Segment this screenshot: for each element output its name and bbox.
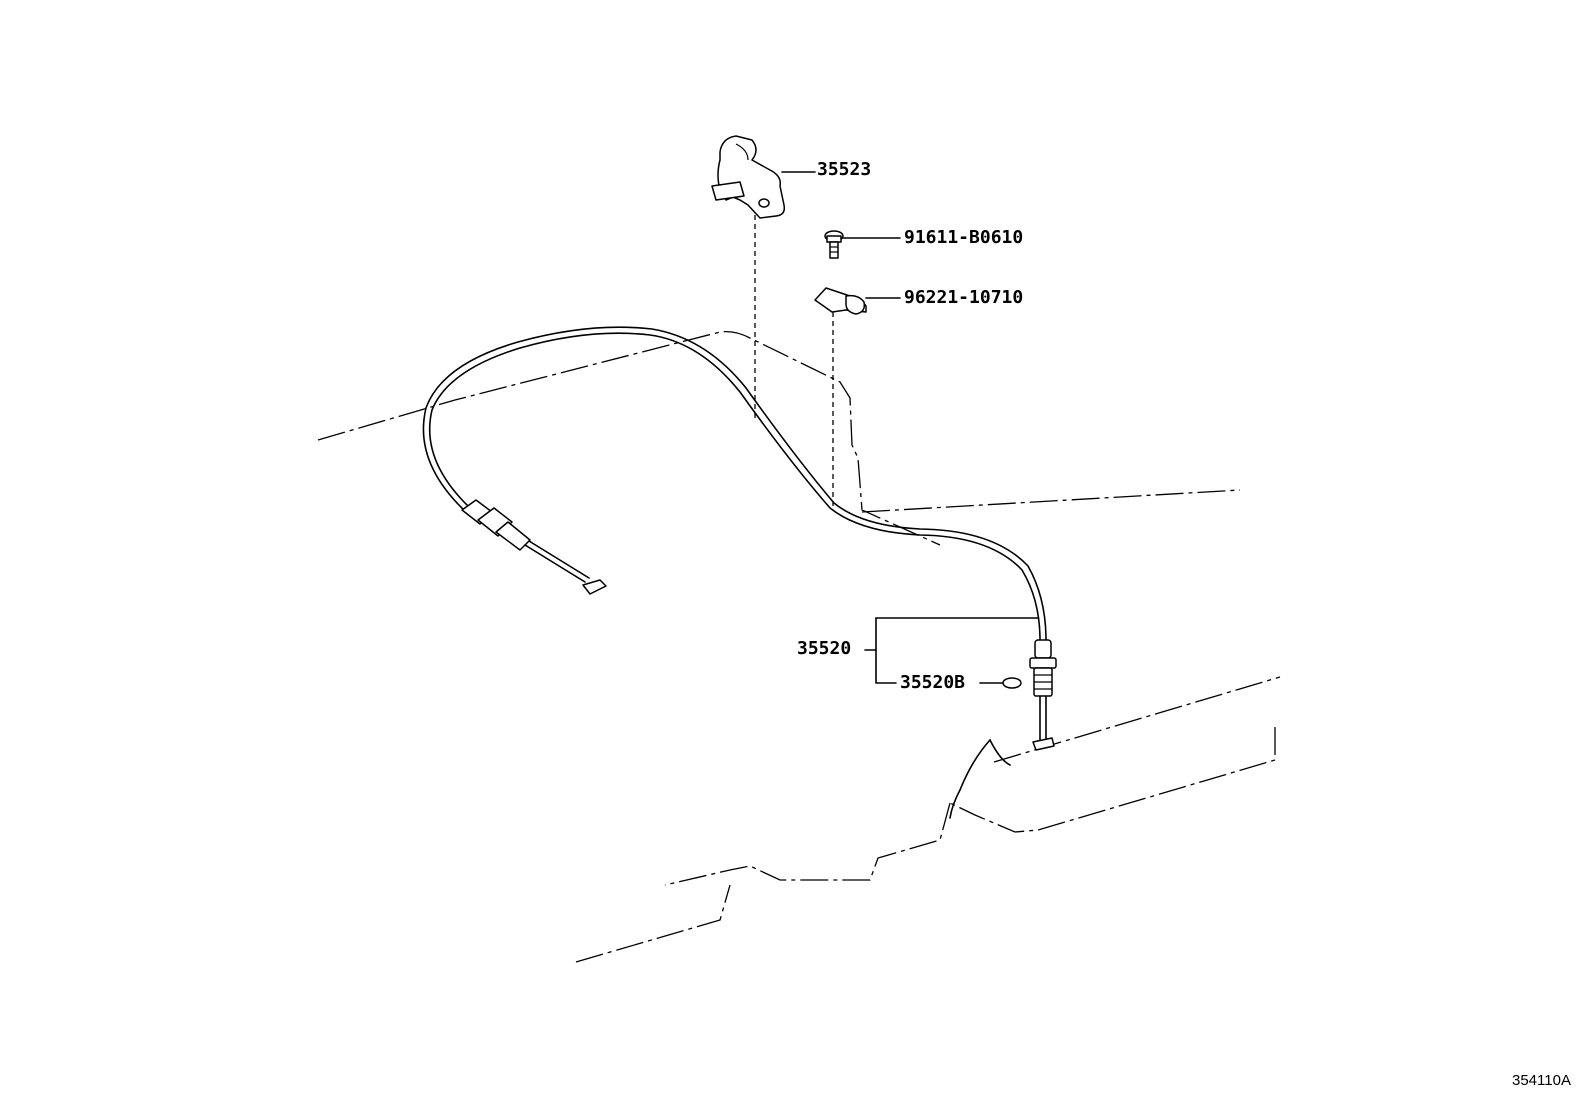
bracket-part <box>711 135 786 219</box>
tunnel-lower-right-edge <box>949 727 1276 833</box>
floor-front-edge <box>664 802 951 886</box>
clamp-part <box>814 287 867 315</box>
leader-cable-assembly-bracket <box>875 617 897 684</box>
vehicle-body-outline <box>317 330 1281 963</box>
bracket-fold-line <box>735 143 749 161</box>
body-upper-left-edge <box>317 330 941 546</box>
body-right-upper-edge <box>861 489 1241 513</box>
label-35520B: 35520B <box>900 672 966 693</box>
cable-outer-line-b <box>422 326 1047 641</box>
label-91611-B0610: 91611-B0610 <box>904 227 1024 248</box>
label-35520: 35520 <box>797 638 852 659</box>
cable-left-end-fitting <box>461 499 607 595</box>
cable-assembly <box>422 326 1057 751</box>
illustration-code: 354110A <box>1512 1072 1571 1089</box>
left-cable-end-tab <box>582 579 607 595</box>
bracket-hole <box>758 198 770 208</box>
body-panel-edge <box>989 739 1011 766</box>
bracket-plate <box>717 135 786 219</box>
right-fitting-nut <box>1029 657 1057 669</box>
right-cable-end-tab <box>1032 737 1055 751</box>
label-96221-10710: 96221-10710 <box>904 287 1024 308</box>
o-ring-part <box>1002 677 1022 689</box>
clamp-loop <box>845 294 866 315</box>
installation-guides <box>754 215 834 507</box>
bolt-flange <box>826 235 842 243</box>
cable-outer-line-a <box>428 332 1041 641</box>
bolt-part <box>824 230 844 259</box>
floor-lower-edge <box>575 884 731 963</box>
cable-right-end-fitting <box>1029 639 1057 751</box>
wheel-arch-curve <box>949 739 991 819</box>
right-fitting-sleeve <box>1034 639 1052 659</box>
bracket-tab <box>711 181 745 201</box>
leader-lines <box>781 171 1039 684</box>
left-inner-wire <box>524 544 586 583</box>
bolt-shank <box>829 241 839 259</box>
label-35523: 35523 <box>817 159 872 180</box>
left-fitting-sleeve <box>495 521 531 551</box>
left-inner-wire-b <box>528 540 590 579</box>
